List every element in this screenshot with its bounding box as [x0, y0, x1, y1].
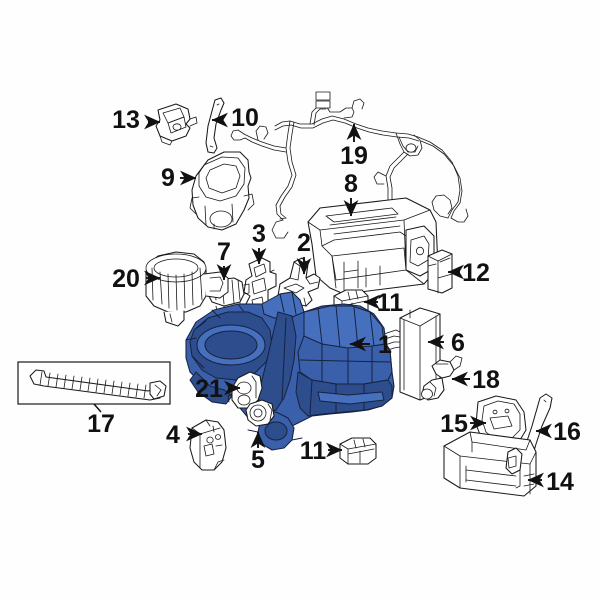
part-11-door-actuator-lower: [339, 437, 377, 465]
part-4-control-module: [189, 419, 227, 471]
callout-number-9: 9: [161, 164, 175, 192]
part-13-relay-module: [155, 103, 198, 146]
callout-number-20: 20: [112, 265, 140, 293]
callout-number-10: 10: [231, 104, 259, 132]
part-10-link-rod: [205, 97, 225, 154]
callout-number-11-upper: 11: [377, 289, 404, 317]
callout-number-17: 17: [87, 410, 115, 438]
callout-number-19: 19: [340, 142, 368, 170]
part-14-lower-duct-tray: [443, 431, 537, 497]
callout-number-18: 18: [472, 366, 500, 394]
callout-number-8: 8: [344, 170, 358, 198]
leader-17: [93, 403, 102, 413]
callout-number-15: 15: [440, 410, 468, 438]
part-5-grommet-seal: [245, 399, 275, 427]
callout-number-21: 21: [195, 375, 223, 403]
part-8-upper-duct-case: [307, 197, 439, 295]
callout-numbers: 13 10 19 9 8 3 2 7 20 12 11 1 6 18 17 21…: [87, 104, 581, 496]
callout-leader-lines: [93, 112, 552, 488]
part-12-clip-retainer: [427, 249, 453, 294]
part-17-drain-hose-inset: [17, 361, 171, 405]
callout-number-6: 6: [451, 329, 465, 357]
callout-number-3: 3: [252, 220, 266, 248]
callout-number-12: 12: [462, 259, 490, 287]
callout-number-5: 5: [251, 446, 265, 474]
part-20-blower-motor-wheel: [145, 251, 229, 327]
callout-number-11-lower: 11: [300, 437, 327, 465]
callout-number-4: 4: [166, 421, 180, 449]
callout-number-14: 14: [546, 468, 574, 496]
part-9-blower-scroll-housing: [189, 151, 255, 231]
callout-number-2: 2: [297, 229, 311, 257]
callout-number-13: 13: [112, 106, 140, 134]
callout-number-16: 16: [553, 418, 581, 446]
callout-number-1: 1: [378, 331, 392, 359]
callout-number-7: 7: [217, 238, 231, 266]
